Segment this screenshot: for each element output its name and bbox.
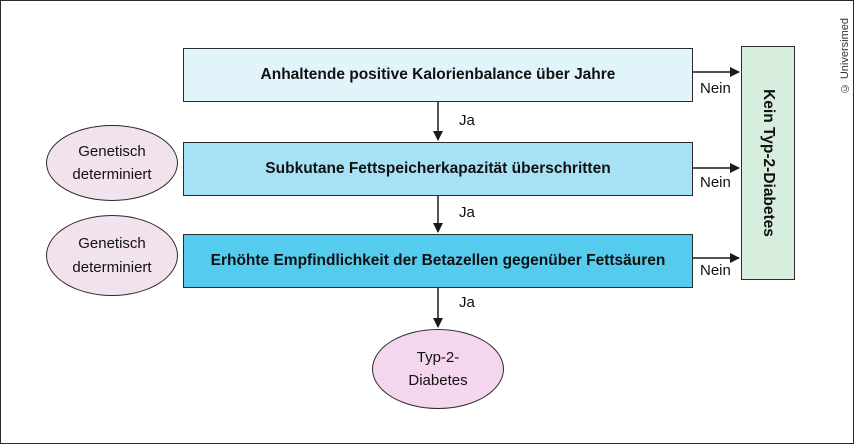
yes-label-2: Ja — [459, 204, 475, 221]
no-label-2: Nein — [700, 174, 731, 191]
outcome-diabetes-line1: Typ-2- — [416, 348, 460, 366]
step-2-label: Subkutane Fettspeicherkapazität überschr… — [265, 160, 611, 177]
outcome-diabetes-ellipse: Typ-2- Diabetes — [372, 329, 504, 409]
genetic-factor-2-line1: Genetisch — [78, 235, 146, 253]
step-3-label: Erhöhte Empfindlichkeit der Betazellen g… — [210, 252, 666, 269]
outcome-no-diabetes-box: Kein Typ-2-Diabetes — [741, 46, 795, 280]
genetic-factor-2: Genetisch determiniert — [46, 215, 178, 296]
genetic-factor-1: Genetisch determiniert — [46, 125, 178, 201]
genetic-factor-2-line2: determiniert — [72, 258, 152, 276]
step-1-label: Anhaltende positive Kalorienbalance über… — [260, 66, 616, 83]
genetic-factor-1-line2: determiniert — [72, 166, 152, 183]
step-2-box: Subkutane Fettspeicherkapazität überschr… — [183, 142, 693, 196]
genetic-factor-1-line1: Genetisch — [78, 142, 146, 160]
yes-label-3: Ja — [459, 294, 475, 311]
step-3-box: Erhöhte Empfindlichkeit der Betazellen g… — [183, 234, 693, 288]
step-1-box: Anhaltende positive Kalorienbalance über… — [183, 48, 693, 102]
copyright-note: © Universimed — [839, 18, 851, 95]
outcome-diabetes-line2: Diabetes — [408, 372, 468, 389]
outcome-no-diabetes-label: Kein Typ-2-Diabetes — [760, 89, 778, 237]
no-label-1: Nein — [700, 80, 731, 97]
no-label-3: Nein — [700, 262, 731, 279]
yes-label-1: Ja — [459, 112, 475, 129]
